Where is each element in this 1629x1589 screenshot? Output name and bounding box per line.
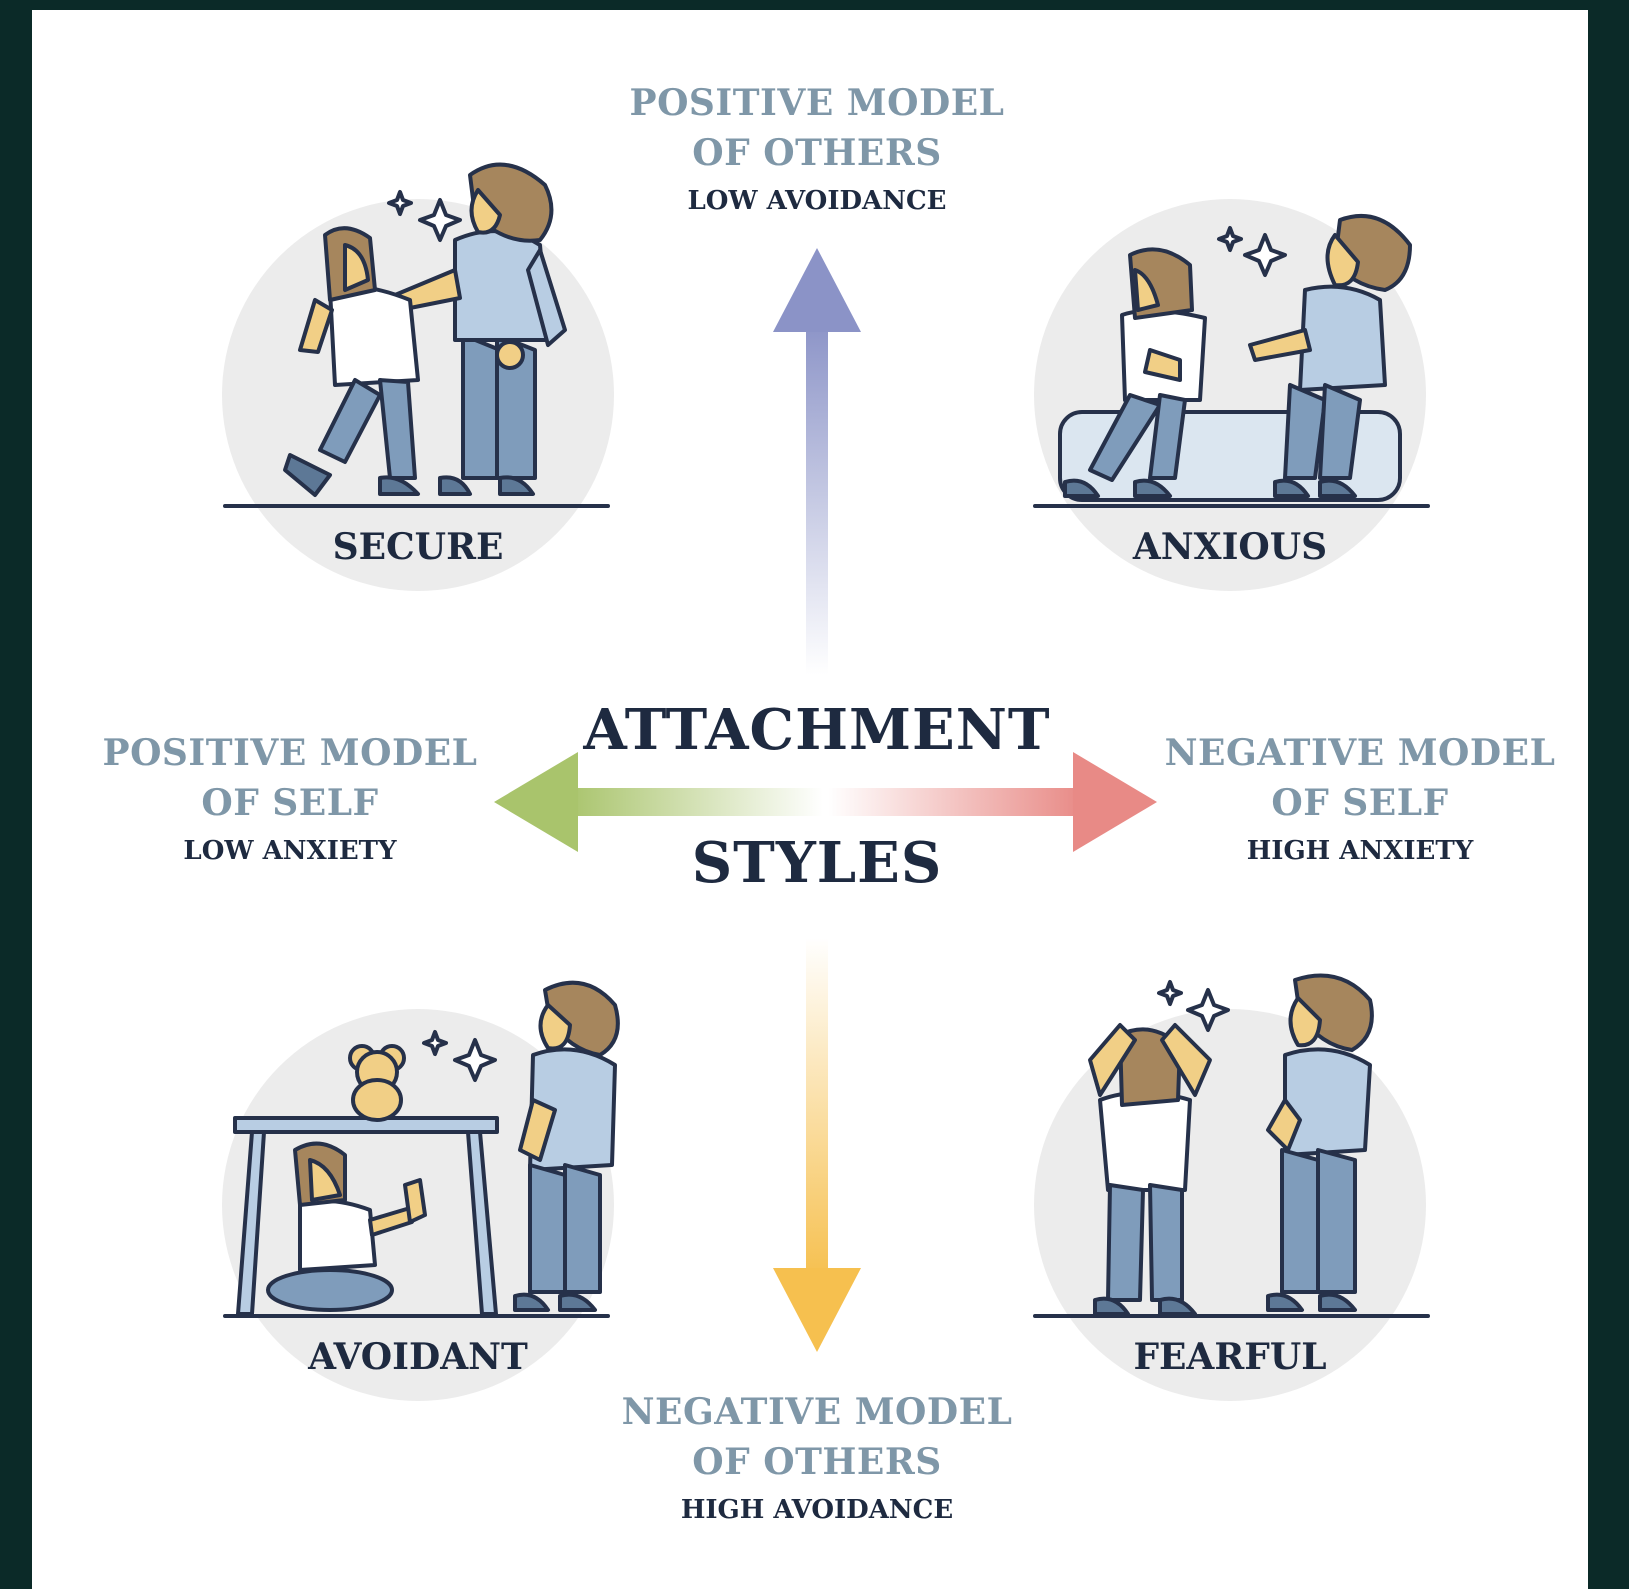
axis-left-main-line1: POSITIVE MODEL	[102, 732, 478, 774]
arrow-down	[773, 938, 861, 1352]
axis-right-main-line2: OF SELF	[1271, 782, 1449, 824]
axis-left-sub: LOW ANXIETY	[183, 836, 397, 866]
axis-right-label: NEGATIVE MODEL OF SELF HIGH ANXIETY	[1130, 728, 1590, 868]
axis-top-sub: LOW AVOIDANCE	[687, 186, 947, 216]
axis-top-label: POSITIVE MODEL OF OTHERS LOW AVOIDANCE	[567, 78, 1067, 218]
axis-bottom-main-line1: NEGATIVE MODEL	[621, 1391, 1013, 1433]
axis-right-main-line1: NEGATIVE MODEL	[1164, 732, 1556, 774]
arrow-up	[773, 248, 861, 675]
avoidant-illustration	[222, 980, 620, 1401]
title-line2: STYLES	[691, 830, 943, 896]
axis-top-main-line1: POSITIVE MODEL	[629, 82, 1005, 124]
style-secure: SECURE	[332, 526, 504, 568]
arrow-right	[828, 752, 1157, 852]
axis-left-label: POSITIVE MODEL OF SELF LOW ANXIETY	[60, 728, 520, 868]
style-fearful: FEARFUL	[1133, 1336, 1327, 1378]
axis-bottom-main-line2: OF OTHERS	[692, 1441, 942, 1483]
secure-illustration	[222, 162, 614, 591]
axis-bottom-label: NEGATIVE MODEL OF OTHERS HIGH AVOIDANCE	[567, 1387, 1067, 1527]
axis-right-sub: HIGH ANXIETY	[1246, 836, 1474, 866]
axis-left-main-line2: OF SELF	[201, 782, 379, 824]
anxious-illustration	[1033, 199, 1430, 591]
style-avoidant: AVOIDANT	[308, 1336, 528, 1378]
axis-top-main-line2: OF OTHERS	[692, 132, 942, 174]
arrow-left	[494, 752, 823, 852]
fearful-illustration	[1033, 973, 1430, 1401]
axis-bottom-sub: HIGH AVOIDANCE	[680, 1495, 954, 1525]
style-anxious: ANXIOUS	[1132, 526, 1328, 568]
title-line1: ATTACHMENT	[583, 697, 1051, 763]
